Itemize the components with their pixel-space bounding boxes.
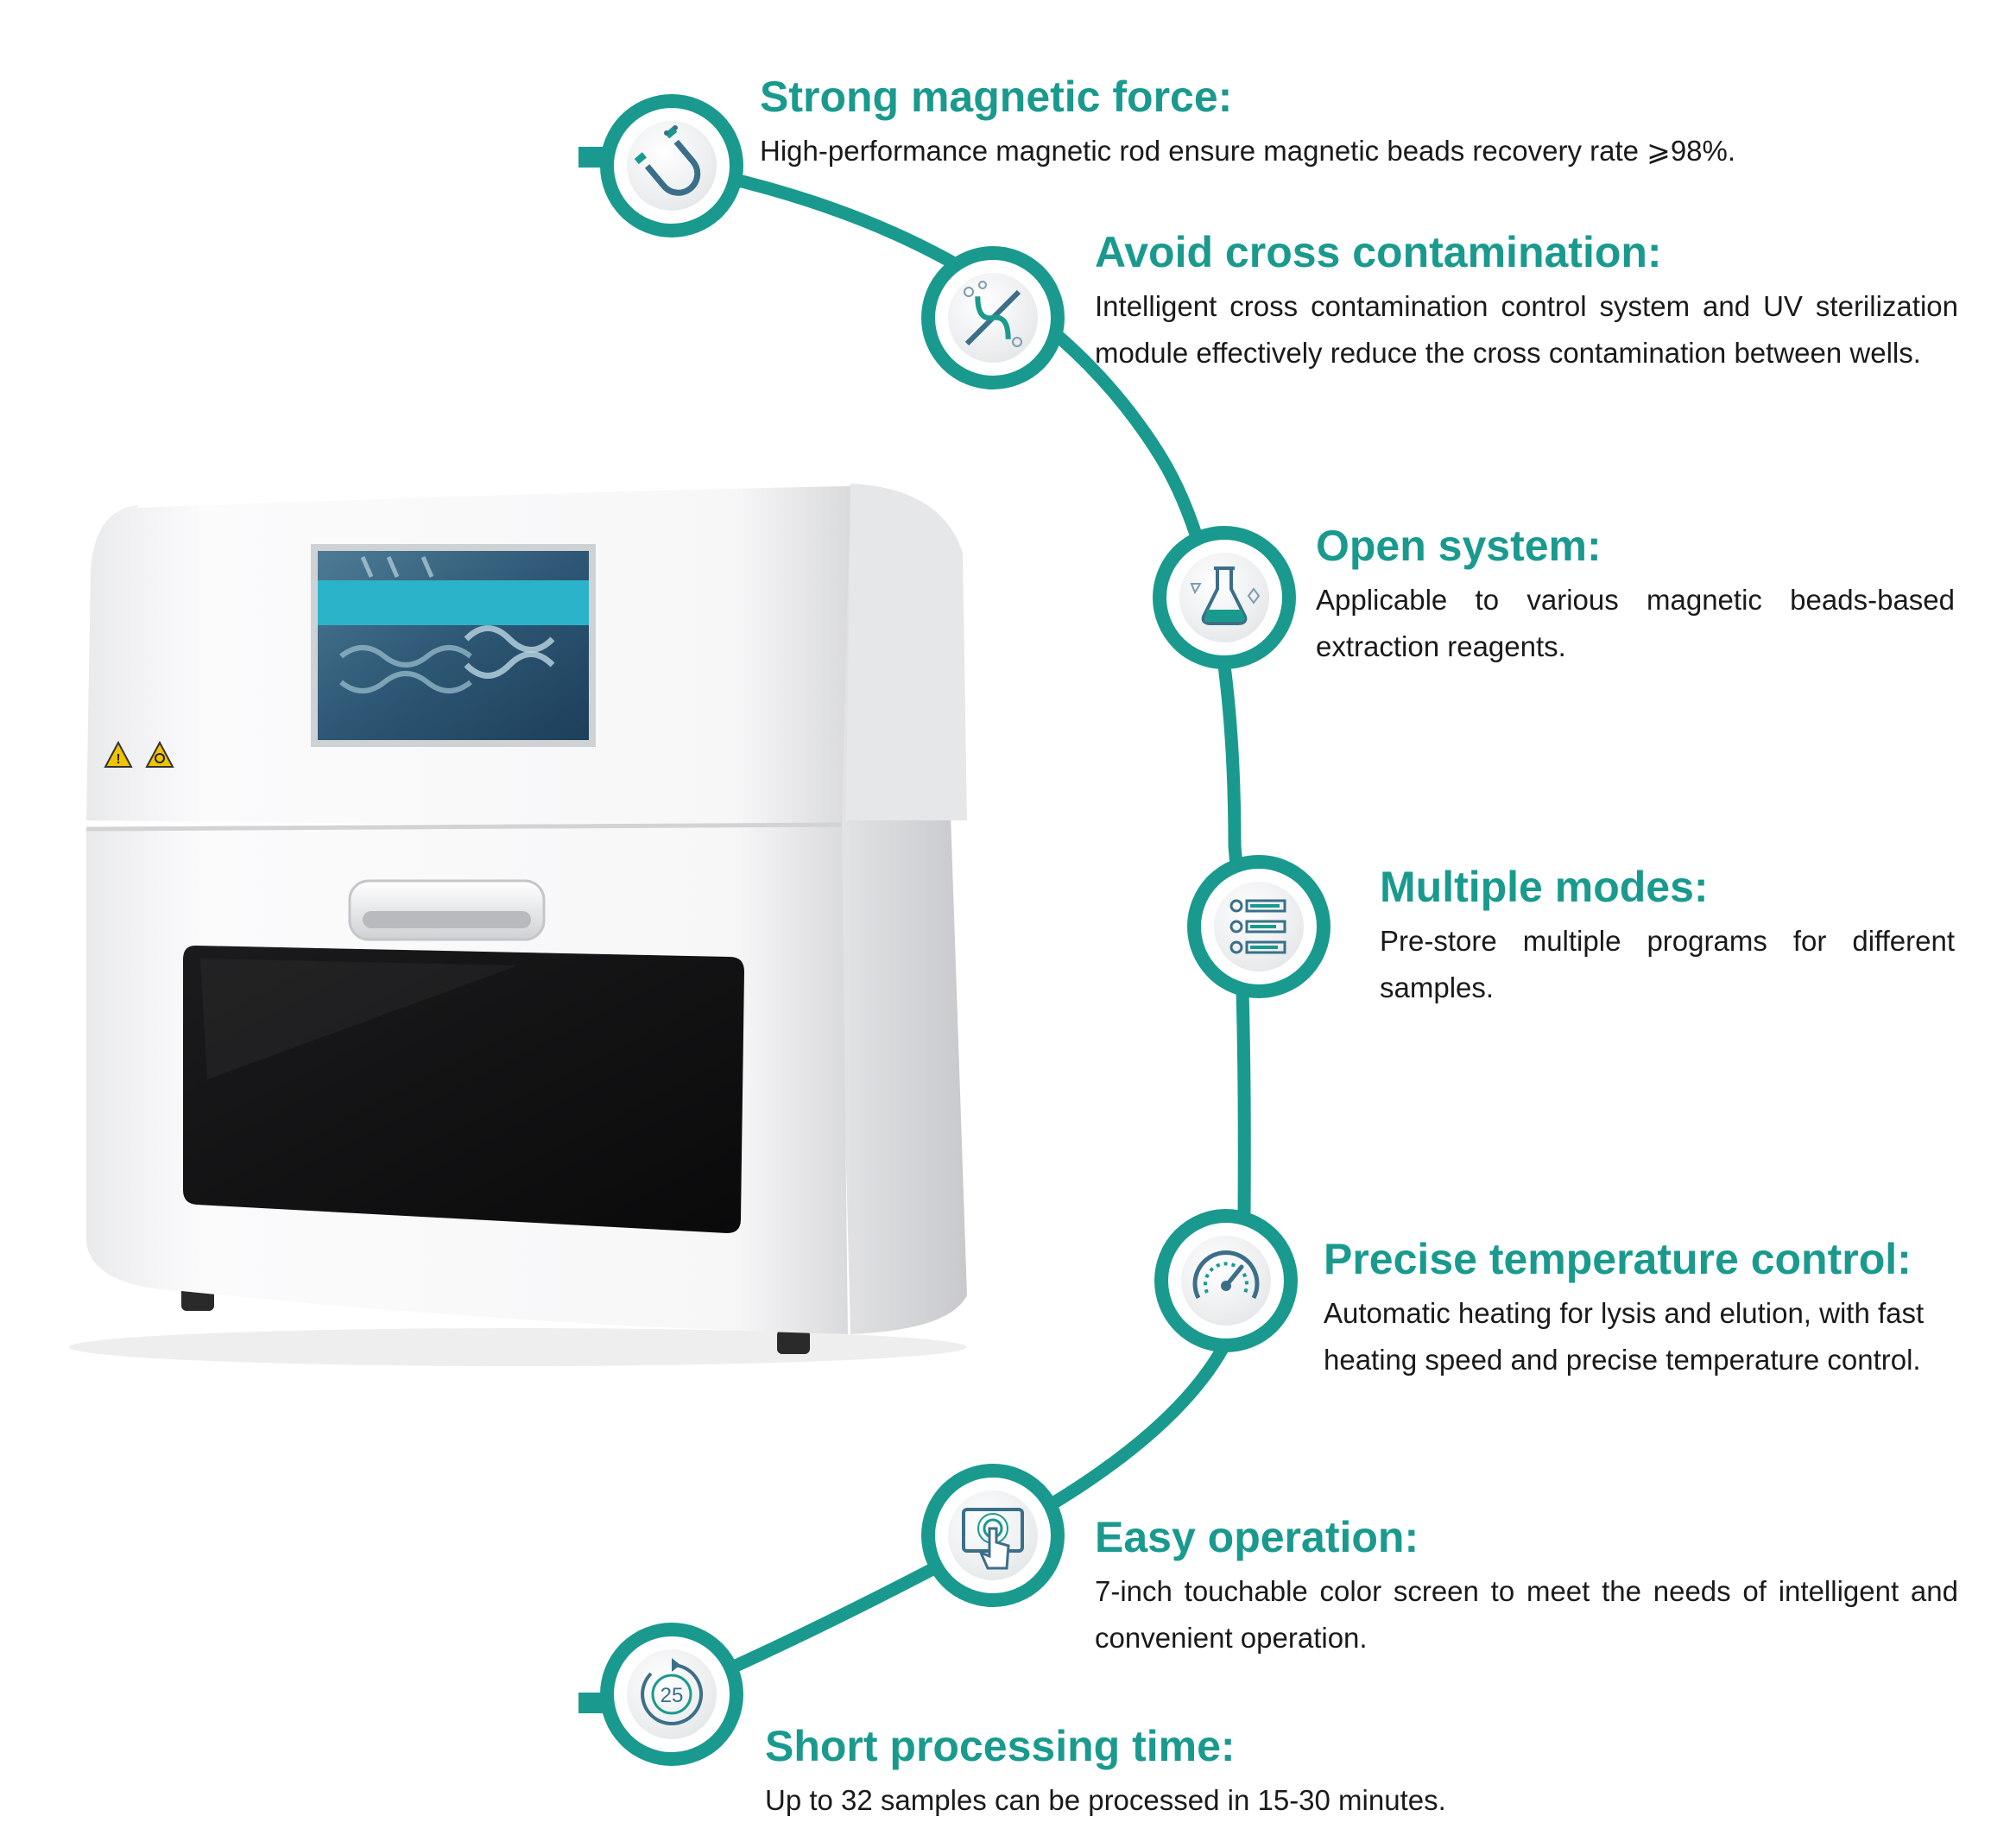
feature-title: Precise temperature control: <box>1324 1235 1912 1283</box>
feature-description: 7-inch touchable color screen to meet th… <box>1095 1575 1958 1654</box>
feature-multiple-modes: Multiple modes: Pre-store multiple progr… <box>1380 861 1955 1011</box>
feature-title: Strong magnetic force: <box>760 73 1233 121</box>
door-window <box>183 945 744 1233</box>
feature-title: Open system: <box>1316 522 1602 570</box>
instrument-illustration: ! <box>69 481 967 1366</box>
touch-screen <box>311 544 596 747</box>
touch-screen-icon <box>921 1464 1065 1607</box>
magnet-icon <box>600 94 743 237</box>
feature-title: Easy operation: <box>1095 1513 1419 1561</box>
feature-description: Automatic heating for lysis and elution,… <box>1324 1297 1925 1376</box>
svg-text:!: ! <box>116 752 120 767</box>
feature-title: Short processing time: <box>765 1722 1236 1770</box>
feature-description: Applicable to various magnetic beads-bas… <box>1316 584 1955 662</box>
feature-title: Multiple modes: <box>1380 863 1709 911</box>
feature-description: Pre-store multiple programs for differen… <box>1380 925 1955 1003</box>
feature-open-system: Open system: Applicable to various magne… <box>1316 520 1955 670</box>
feature-strong-magnetic-force: Strong magnetic force: High-performance … <box>760 71 1969 174</box>
program-list-icon <box>1187 855 1331 998</box>
feature-short-processing-time: Short processing time: Up to 32 samples … <box>765 1720 1956 1824</box>
feature-description: Intelligent cross contamination control … <box>1095 290 1958 369</box>
timer-icon-number: 25 <box>661 1684 684 1707</box>
feature-precise-temperature-control: Precise temperature control: Automatic h… <box>1324 1233 1963 1383</box>
feature-title: Avoid cross contamination: <box>1095 228 1662 276</box>
gauge-icon <box>1154 1209 1298 1352</box>
flask-icon <box>1153 526 1296 669</box>
door-handle <box>348 879 546 941</box>
dna-icon <box>921 246 1065 389</box>
feature-description: High-performance magnetic rod ensure mag… <box>760 135 1736 167</box>
timer-icon: 25 <box>600 1623 743 1766</box>
feature-description: Up to 32 samples can be processed in 15-… <box>765 1784 1446 1816</box>
feature-avoid-cross-contamination: Avoid cross contamination: Intelligent c… <box>1095 226 1958 377</box>
feature-easy-operation: Easy operation: 7-inch touchable color s… <box>1095 1511 1958 1661</box>
